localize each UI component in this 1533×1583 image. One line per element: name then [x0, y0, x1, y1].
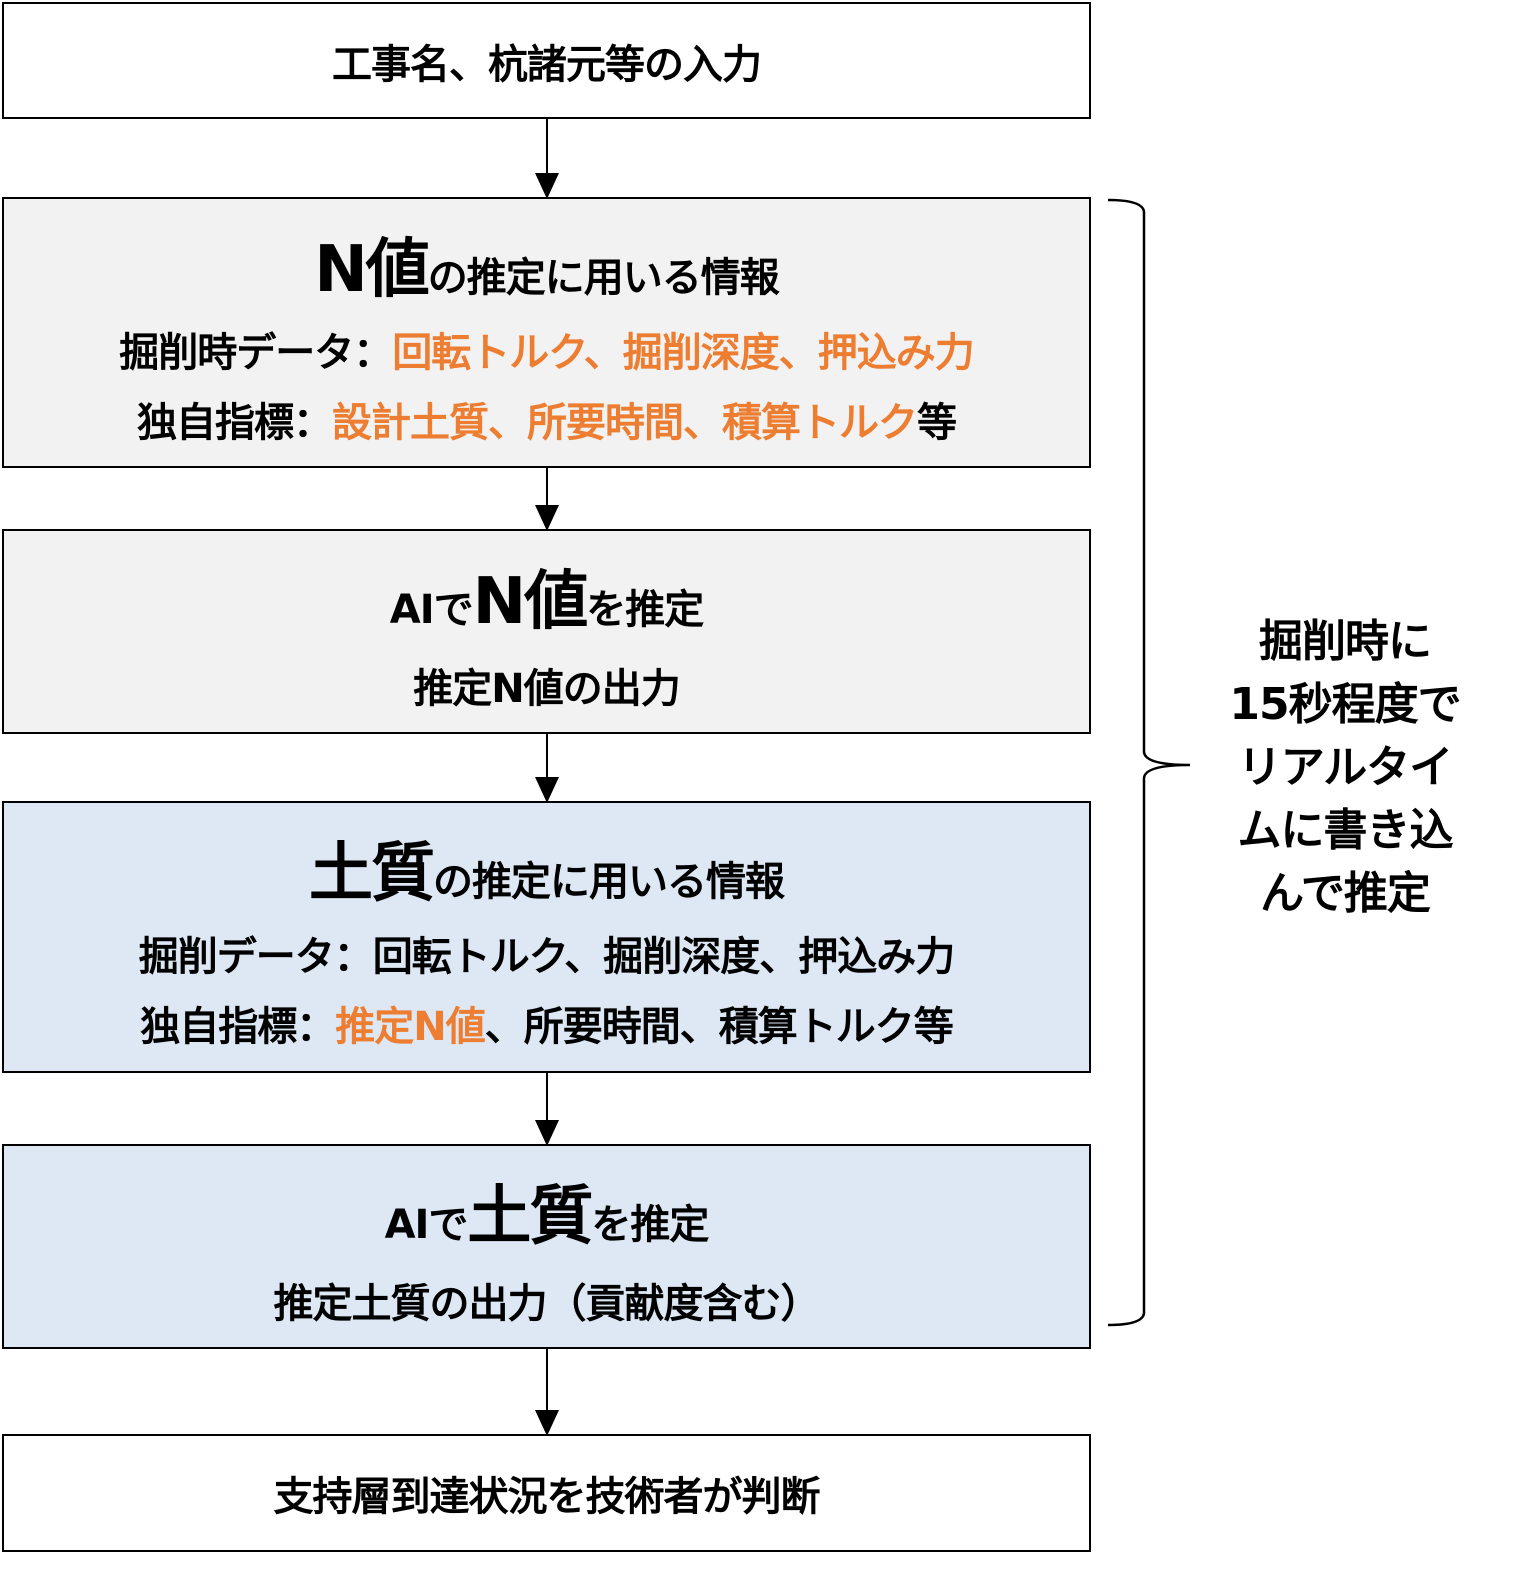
excavation-data-values: 回転トルク、掘削深度、押込み力 — [372, 934, 955, 980]
title-emphasis: 土質 — [309, 837, 435, 911]
proprietary-index-values: 設計土質、所要時間、積算トルク — [332, 399, 918, 446]
arrow-2-to-3 — [535, 468, 559, 531]
arrow-1-to-2 — [535, 119, 559, 199]
realtime-note-line: んで推定 — [1260, 868, 1431, 919]
proprietary-index-suffix: 等 — [917, 399, 957, 446]
realtime-note-line: ムに書き込 — [1237, 805, 1454, 856]
n-value-emphasis: N値 — [472, 564, 589, 639]
step-engineer-judgement: 支持層到達状況を技術者が判断 — [2, 1434, 1091, 1552]
arrow-5-to-6 — [535, 1349, 559, 1436]
step-soil-inputs: 土質の推定に用いる情報 掘削データ：回転トルク、掘削深度、押込み力 独自指標：推… — [2, 801, 1091, 1073]
ai-soil-line2: 推定土質の出力（貢献度含む） — [273, 1280, 821, 1327]
proprietary-index-row: 独自指標：設計土質、所要時間、積算トルク等 — [137, 390, 957, 448]
ai-prefix: AIで — [389, 586, 474, 633]
title-emphasis: N値 — [314, 232, 430, 307]
estimate-suffix: を推定 — [591, 1201, 709, 1248]
step-ai-n-value-estimation: AIでN値を推定 推定N値の出力 — [2, 529, 1091, 734]
estimate-suffix: を推定 — [586, 586, 704, 633]
excavation-data-row: 掘削時データ：回転トルク、掘削深度、押込み力 — [119, 320, 974, 378]
soil-emphasis: 土質 — [467, 1179, 593, 1254]
step-engineer-judgement-text: 支持層到達状況を技術者が判断 — [273, 1474, 821, 1520]
step-n-value-inputs: N値の推定に用いる情報 掘削時データ：回転トルク、掘削深度、押込み力 独自指標：… — [2, 197, 1091, 468]
step-ai-soil-estimation: AIで土質を推定 推定土質の出力（貢献度含む） — [2, 1144, 1091, 1349]
step-n-value-inputs-title: N値の推定に用いる情報 — [314, 218, 780, 310]
realtime-note-line: 掘削時に — [1259, 616, 1432, 667]
step-soil-inputs-title: 土質の推定に用いる情報 — [309, 822, 785, 914]
step-input-text: 工事名、杭諸元等の入力 — [332, 41, 762, 88]
excavation-data-row: 掘削データ：回転トルク、掘削深度、押込み力 — [138, 924, 955, 982]
proprietary-index-label: 独自指標： — [137, 399, 333, 446]
excavation-data-label: 掘削データ： — [138, 934, 374, 980]
proprietary-index-rest: 、所要時間、積算トルク等 — [484, 1004, 954, 1050]
arrow-4-to-5 — [535, 1073, 559, 1146]
proprietary-index-row: 独自指標：推定N値、所要時間、積算トルク等 — [140, 994, 954, 1052]
realtime-note-line: リアルタイ — [1237, 742, 1454, 793]
realtime-note-line: 15秒程度で — [1229, 679, 1461, 730]
excavation-data-label: 掘削時データ： — [119, 329, 393, 376]
realtime-note: 掘削時に 15秒程度で リアルタイ ムに書き込 んで推定 — [1190, 610, 1500, 925]
arrow-3-to-4 — [535, 734, 559, 803]
ai-soil-line1: AIで土質を推定 — [384, 1165, 710, 1257]
proprietary-index-label: 独自指標： — [140, 1004, 336, 1050]
step-input-project-info: 工事名、杭諸元等の入力 — [2, 2, 1091, 119]
title-rest: の推定に用いる情報 — [427, 254, 780, 301]
ai-prefix: AIで — [384, 1201, 469, 1248]
title-rest: の推定に用いる情報 — [433, 859, 785, 905]
proprietary-index-highlight: 推定N値 — [335, 1004, 485, 1050]
ai-n-value-line2: 推定N値の出力 — [413, 665, 680, 712]
excavation-data-values: 回転トルク、掘削深度、押込み力 — [392, 329, 974, 376]
ai-n-value-line1: AIでN値を推定 — [389, 550, 704, 642]
